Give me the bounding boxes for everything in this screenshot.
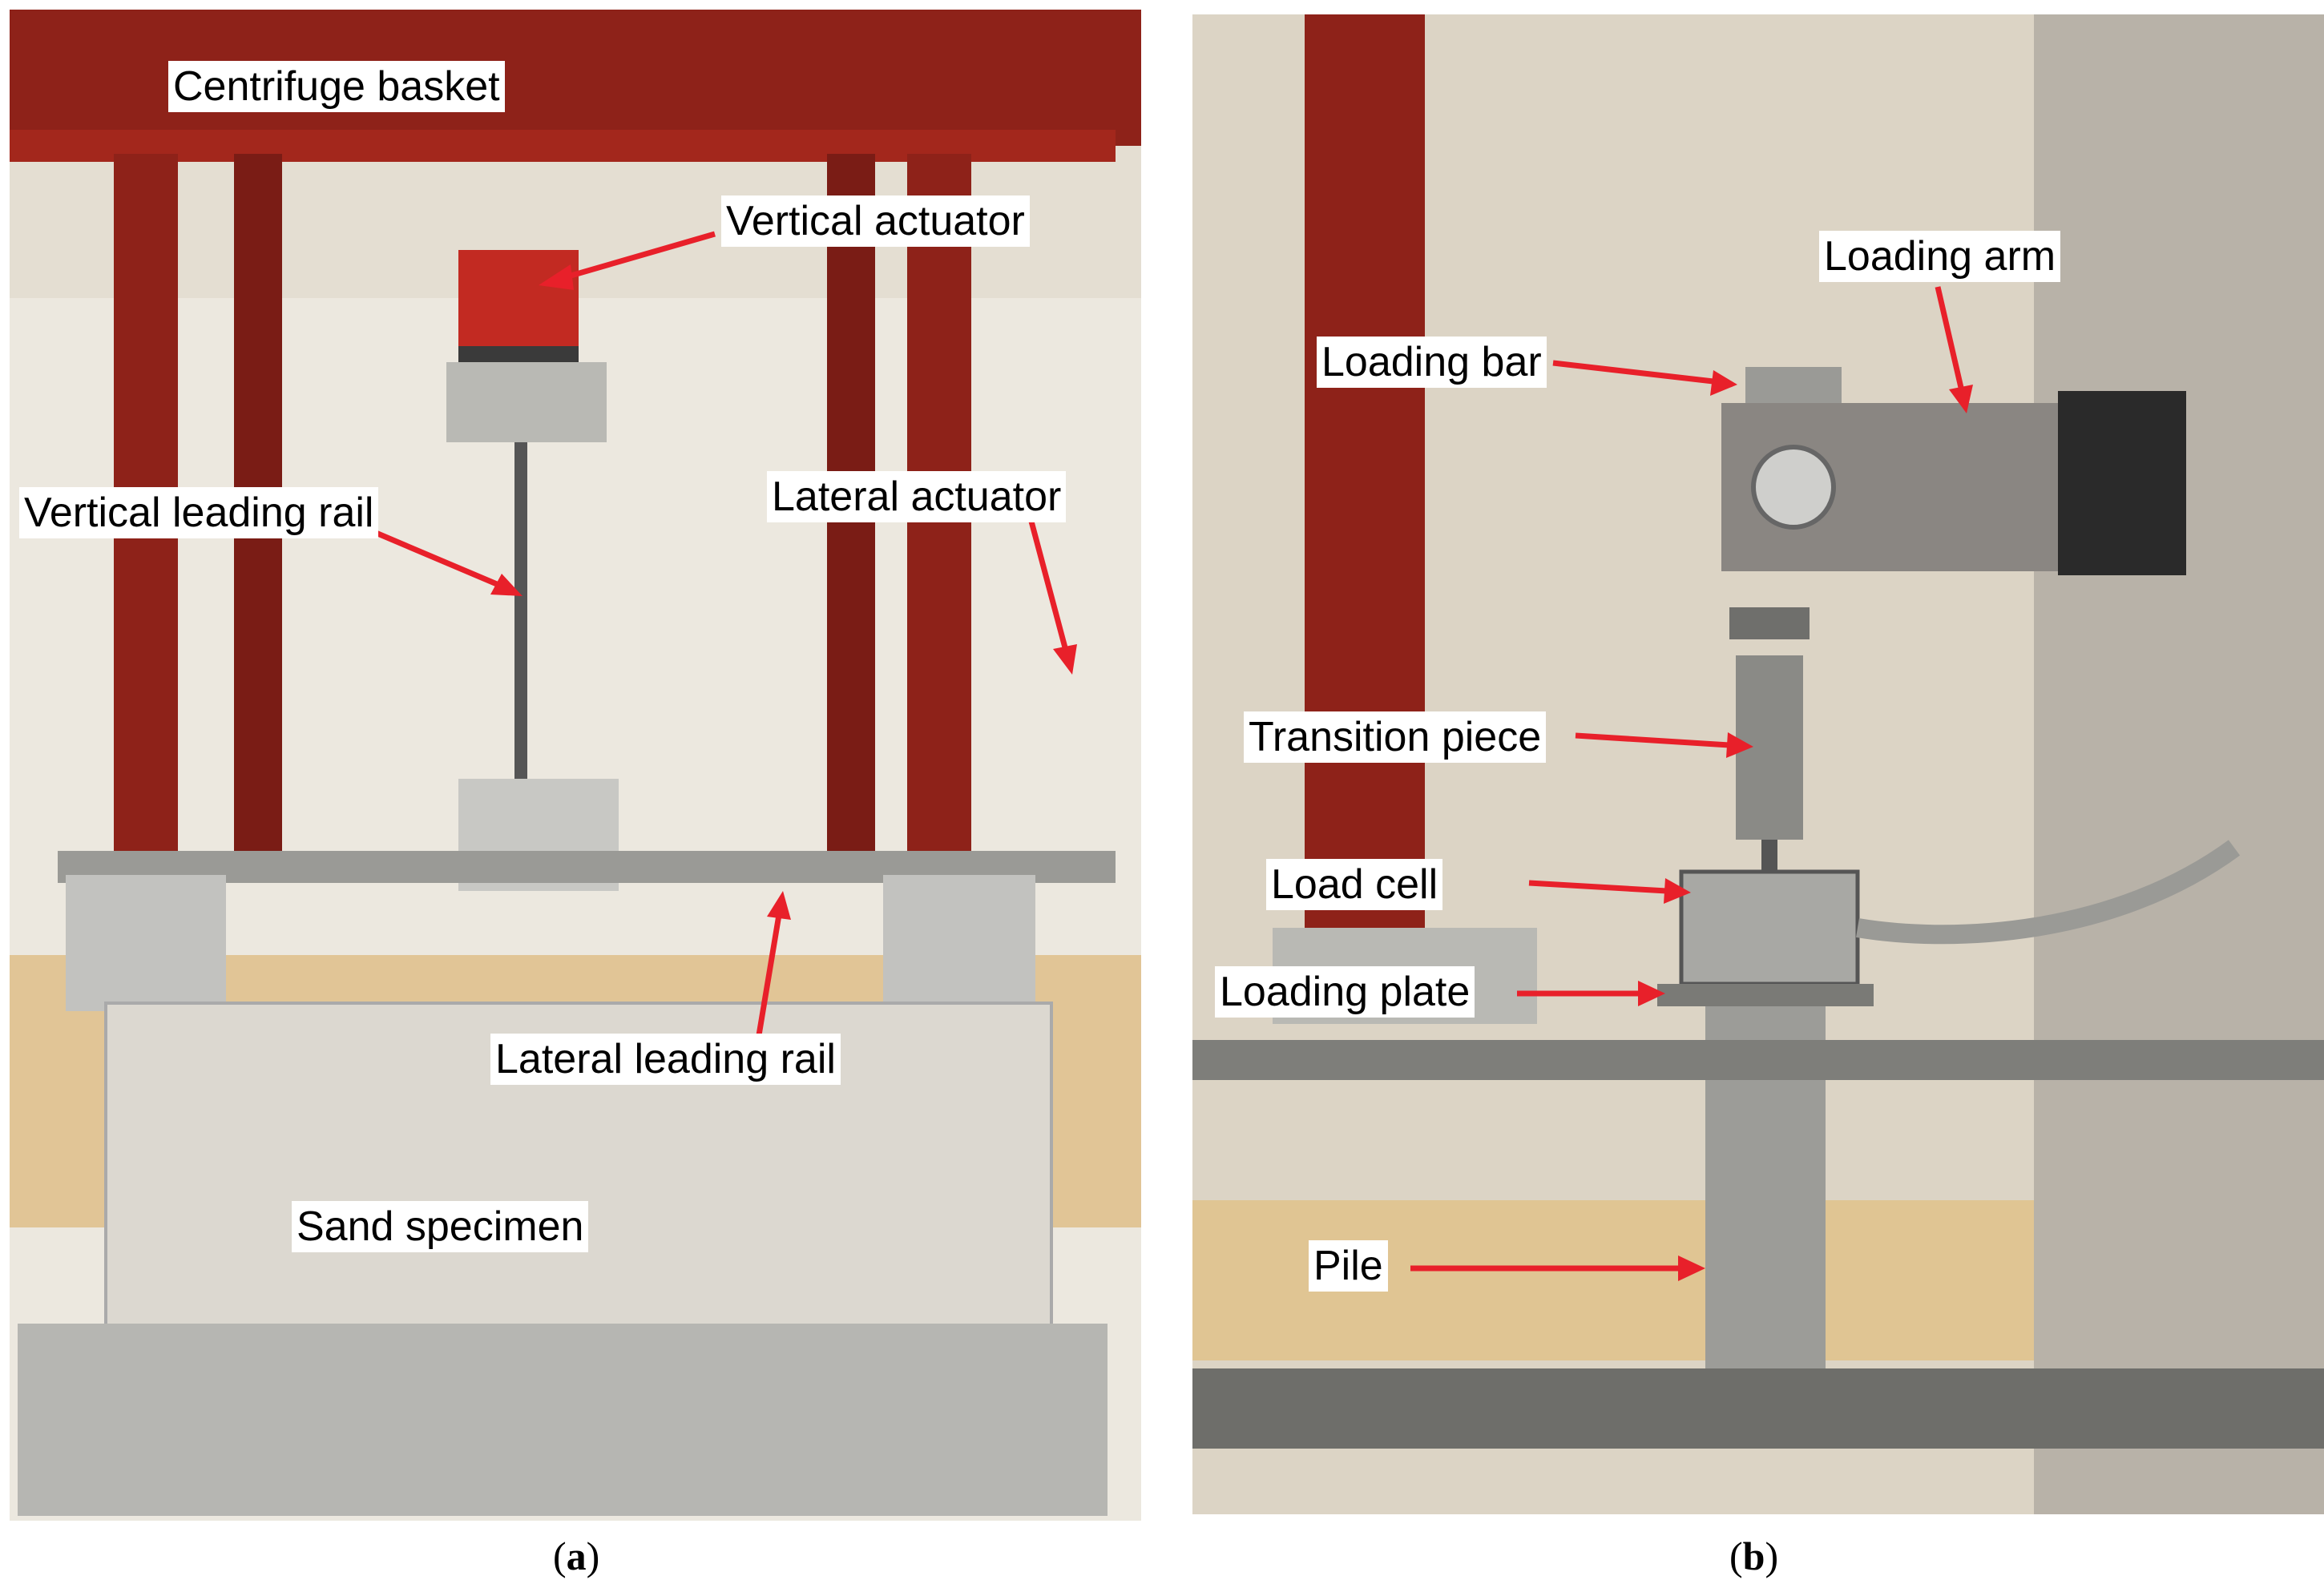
photo-panel-a: Centrifuge basket Vertical actuator Vert… — [10, 10, 1141, 1521]
label-loading-bar: Loading bar — [1317, 337, 1547, 388]
photo-a-illustration — [10, 10, 1141, 1521]
label-transition-piece: Transition piece — [1244, 711, 1547, 763]
caption-a-letter: a — [566, 1534, 587, 1578]
label-pile: Pile — [1309, 1240, 1388, 1292]
label-loading-arm: Loading arm — [1819, 231, 2061, 282]
caption-b: (b) — [1729, 1534, 1779, 1578]
photo-panel-b: Loading arm Loading bar Transition piece… — [1192, 14, 2324, 1514]
caption-b-letter: b — [1742, 1534, 1765, 1578]
label-centrifuge-basket: Centrifuge basket — [168, 61, 505, 112]
caption-a: (a) — [553, 1534, 600, 1578]
label-lateral-actuator: Lateral actuator — [767, 471, 1067, 522]
label-lateral-leading-rail: Lateral leading rail — [490, 1034, 841, 1085]
label-sand-specimen: Sand specimen — [292, 1201, 589, 1252]
label-loading-plate: Loading plate — [1215, 966, 1475, 1018]
label-vertical-actuator: Vertical actuator — [721, 195, 1030, 247]
photo-b-illustration — [1192, 14, 2324, 1514]
label-load-cell: Load cell — [1266, 859, 1443, 910]
label-vertical-leading-rail: Vertical leading rail — [19, 487, 379, 538]
